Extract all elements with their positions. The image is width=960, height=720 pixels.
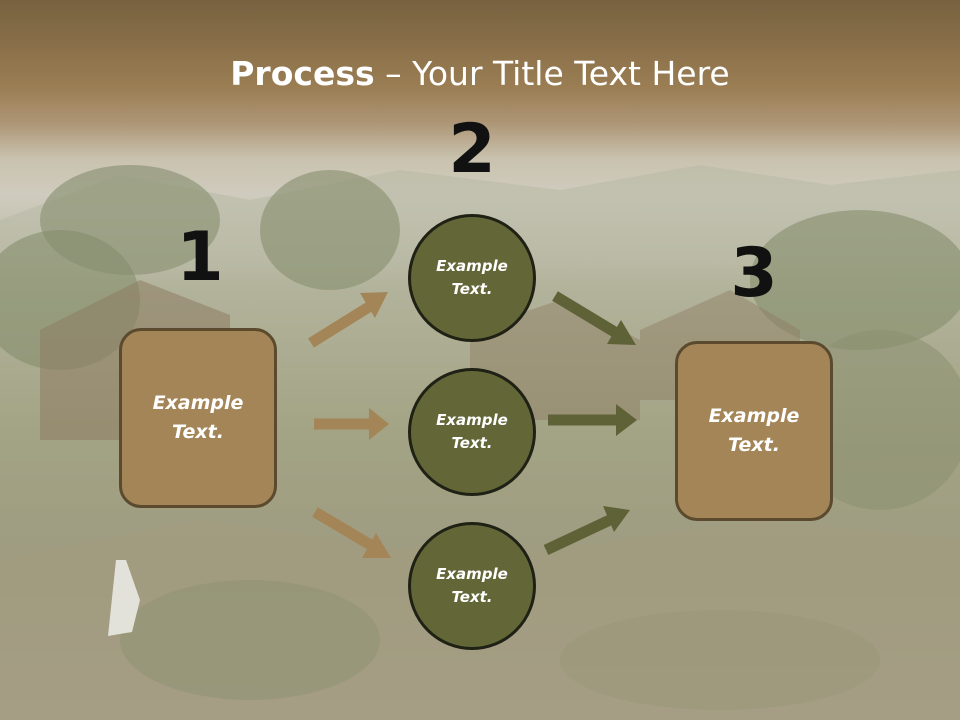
slide-title: Process – Your Title Text Here [0, 52, 960, 96]
title-rest: – Your Title Text Here [374, 54, 730, 93]
step-3-text: Example Text. [708, 405, 800, 456]
step-2-circle-bottom: Example Text. [408, 522, 536, 650]
step-2-circle-middle: Example Text. [408, 368, 536, 496]
arrow-bottom-to-3 [543, 506, 630, 555]
step-3-box: Example Text. [675, 341, 833, 521]
circle-middle-text: Example Text. [436, 411, 508, 452]
circle-top-text: Example Text. [436, 257, 508, 298]
step-number-2: 2 [448, 110, 496, 189]
circle-bottom-text: Example Text. [436, 565, 508, 606]
step-2-circle-top: Example Text. [408, 214, 536, 342]
arrow-middle-to-3 [548, 404, 637, 436]
step-number-1: 1 [176, 218, 224, 297]
arrow-1-to-bottom [312, 507, 391, 558]
step-number-3: 3 [730, 234, 778, 313]
title-bold: Process [230, 54, 375, 93]
arrow-top-to-3 [552, 291, 636, 345]
step-1-box: Example Text. [119, 328, 277, 508]
step-1-text: Example Text. [152, 392, 244, 443]
arrow-1-to-top [308, 292, 388, 348]
arrow-1-to-middle [314, 408, 389, 440]
